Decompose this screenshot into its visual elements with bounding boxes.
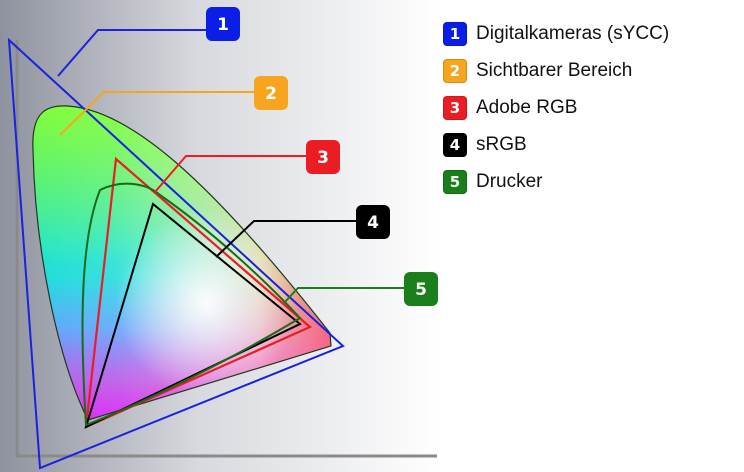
legend-badge-2: 2 [443,59,467,83]
callout-line-5 [283,287,404,304]
legend-label-printer: Drucker [476,171,543,192]
legend-label-sycc: Digitalkameras (sYCC) [476,23,670,44]
callout-badge-5: 5 [404,272,438,306]
legend-item-sycc: 1 Digitalkameras (sYCC) [443,22,743,59]
srgb-gamut-triangle [84,202,302,429]
legend-label-srgb: sRGB [476,134,527,155]
callout-line-3 [154,155,306,193]
callout-number-4: 4 [367,213,379,233]
legend-label-adobe-rgb: Adobe RGB [476,97,578,118]
sycc-gamut-triangle [7,37,345,470]
callout-badge-3: 3 [306,140,340,174]
legend-label-visible: Sichtbarer Bereich [476,60,633,81]
legend-badge-4: 4 [443,133,467,157]
legend: 1 Digitalkameras (sYCC) 2 Sichtbarer Ber… [443,22,743,207]
callout-badge-4: 4 [356,205,390,239]
legend-badge-5: 5 [443,170,467,194]
legend-badge-1: 1 [443,22,467,46]
legend-item-printer: 5 Drucker [443,170,743,207]
legend-item-srgb: 4 sRGB [443,133,743,170]
legend-item-visible: 2 Sichtbarer Bereich [443,59,743,96]
printer-gamut-outline [81,182,302,427]
legend-item-adobe-rgb: 3 Adobe RGB [443,96,743,133]
adobe-rgb-gamut-triangle [84,156,313,429]
callout-line-4 [215,220,356,258]
callout-line-2 [59,91,254,136]
callout-number-1: 1 [217,15,229,35]
legend-badge-3: 3 [443,96,467,120]
callout-number-2: 2 [265,84,277,104]
callout-badge-1: 1 [206,7,240,41]
callout-badge-2: 2 [254,76,288,110]
callout-number-5: 5 [415,280,427,300]
callout-number-3: 3 [317,148,329,168]
callout-line-1 [57,29,206,77]
